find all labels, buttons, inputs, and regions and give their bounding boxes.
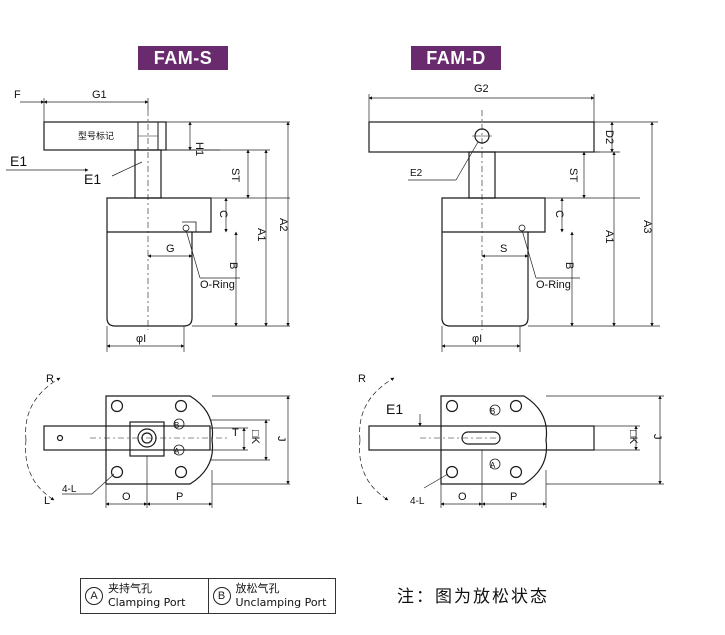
port-legend: A 夹持气孔 Clamping Port B 放松气孔 Unclamping P… <box>80 578 336 614</box>
svg-text:E1: E1 <box>84 171 101 187</box>
svg-text:R: R <box>46 373 54 385</box>
svg-text:□K: □K <box>627 430 639 445</box>
svg-text:ST: ST <box>567 168 579 182</box>
mount-hole-icon <box>509 399 523 413</box>
svg-text:H1: H1 <box>193 142 205 156</box>
state-note: 注：图为放松状态 <box>397 587 549 607</box>
svg-text:D2: D2 <box>603 130 615 144</box>
mount-hole-icon <box>110 465 124 479</box>
svg-text:E1: E1 <box>10 153 27 169</box>
mount-hole-icon <box>445 399 459 413</box>
port-a-icon <box>173 444 185 456</box>
fam-d-top-labels: R L E1 4-L B A □K J O P <box>356 373 663 507</box>
fam-s-top-bolt <box>129 421 165 457</box>
svg-text:φI: φI <box>136 333 146 345</box>
port-a-icon: A <box>85 587 103 605</box>
svg-text:J: J <box>275 436 287 442</box>
mount-hole-icon <box>174 399 188 413</box>
fam-d-front-dimensions <box>368 94 660 352</box>
svg-text:P: P <box>510 491 517 503</box>
legend-clamping-port: A 夹持气孔 Clamping Port <box>81 579 208 613</box>
svg-text:G: G <box>166 243 175 255</box>
fam-d-top-dimensions <box>418 395 664 508</box>
model-badge-fam-s: FAM-S <box>138 46 228 70</box>
svg-text:B: B <box>563 262 575 269</box>
svg-text:A1: A1 <box>255 228 267 241</box>
fam-s-top-labels: R L 4-L B A T □K J O P <box>44 373 287 507</box>
svg-text:ST: ST <box>229 168 241 182</box>
svg-text:G1: G1 <box>92 89 107 101</box>
fam-d-body <box>441 197 546 327</box>
svg-text:A2: A2 <box>277 218 289 231</box>
fam-s-top-arm <box>43 425 211 451</box>
svg-text:□K: □K <box>249 430 261 445</box>
svg-text:L: L <box>356 495 362 507</box>
port-b-icon: B <box>212 587 231 605</box>
svg-text:B: B <box>227 262 239 269</box>
svg-text:φI: φI <box>472 333 482 345</box>
svg-text:S: S <box>500 243 507 255</box>
svg-text:O: O <box>458 491 467 503</box>
fam-d-top-flange <box>440 395 548 485</box>
svg-text:B: B <box>174 421 179 430</box>
legend-unclamping-port: B 放松气孔 Unclamping Port <box>207 579 336 613</box>
model-badge-fam-d: FAM-D <box>411 46 501 70</box>
svg-text:B: B <box>490 407 495 416</box>
fam-s-arm <box>43 121 167 151</box>
fam-d-top-arm <box>368 425 595 451</box>
mount-hole-icon <box>174 465 188 479</box>
fam-s-top-dimensions <box>62 395 290 508</box>
svg-text:A: A <box>490 461 496 470</box>
svg-text:P: P <box>176 491 183 503</box>
fam-s-front-view <box>43 110 212 330</box>
fam-s-front-labels: F G1 H1 E1 E1 ST C B A1 A2 G O-Ring φI <box>10 89 289 345</box>
svg-text:O-Ring: O-Ring <box>536 279 571 291</box>
clamping-port-en: Clamping Port <box>108 596 186 609</box>
port-b-icon <box>489 404 501 416</box>
svg-text:T: T <box>232 427 239 439</box>
svg-text:G2: G2 <box>474 83 489 95</box>
svg-text:E1: E1 <box>386 401 403 417</box>
svg-text:A: A <box>174 447 180 456</box>
fam-d-top-view <box>359 377 595 501</box>
fam-s-top-flange <box>105 395 214 485</box>
svg-text:R: R <box>358 373 366 385</box>
fam-s-top-view <box>25 377 230 501</box>
fam-s-nameplate: 型号标记 <box>78 130 114 141</box>
svg-text:E2: E2 <box>410 168 423 179</box>
svg-text:O: O <box>122 491 131 503</box>
svg-text:C: C <box>217 210 229 218</box>
clamping-port-cn: 夹持气孔 <box>108 582 152 595</box>
svg-text:A1: A1 <box>603 230 615 243</box>
svg-text:O-Ring: O-Ring <box>200 279 235 291</box>
port-b-icon <box>173 418 185 430</box>
mount-hole-icon <box>509 465 523 479</box>
svg-text:L: L <box>44 495 50 507</box>
mount-hole-icon <box>445 465 459 479</box>
port-a-icon <box>489 458 501 470</box>
svg-text:F: F <box>14 89 21 101</box>
svg-text:A3: A3 <box>641 220 653 233</box>
svg-text:4-L: 4-L <box>62 484 77 495</box>
svg-text:4-L: 4-L <box>410 496 425 507</box>
unclamping-port-en: Unclamping Port <box>235 596 327 609</box>
svg-text:J: J <box>651 434 663 440</box>
svg-text:C: C <box>553 210 565 218</box>
mount-hole-icon <box>110 399 124 413</box>
fam-s-front-dimensions <box>6 98 290 352</box>
fam-d-front-labels: G2 D2 E2 ST C B A1 A3 S O-Ring φI <box>410 83 653 345</box>
fam-d-arm <box>368 121 595 153</box>
fam-d-front-view <box>368 110 595 330</box>
unclamping-port-cn: 放松气孔 <box>235 582 280 595</box>
